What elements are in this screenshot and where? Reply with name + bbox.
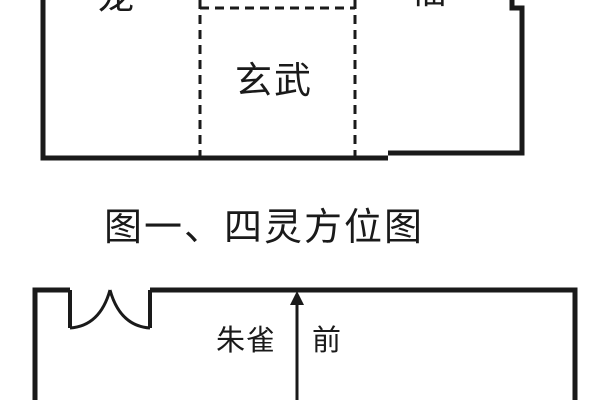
- fig2-door-swing-right: [108, 289, 151, 330]
- fig2-door-swing-left: [69, 289, 112, 330]
- fig1-caption: 图一、四灵方位图: [104, 205, 425, 249]
- fig2-arrow-head: [290, 291, 304, 305]
- fig1-right-label: 福: [410, 0, 446, 10]
- fig2-wall-right: [150, 287, 578, 400]
- fig1-center-label: 玄武: [235, 59, 313, 102]
- fig2-zhuque-label: 朱雀: [216, 323, 277, 357]
- fig1-outer-wall-right: [388, 0, 525, 156]
- fig1-left-label: 龙: [98, 0, 134, 16]
- fig1-outer-wall-left: [40, 0, 388, 161]
- fig2-front-label: 前: [312, 323, 342, 357]
- fig2-wall-left: [32, 287, 70, 400]
